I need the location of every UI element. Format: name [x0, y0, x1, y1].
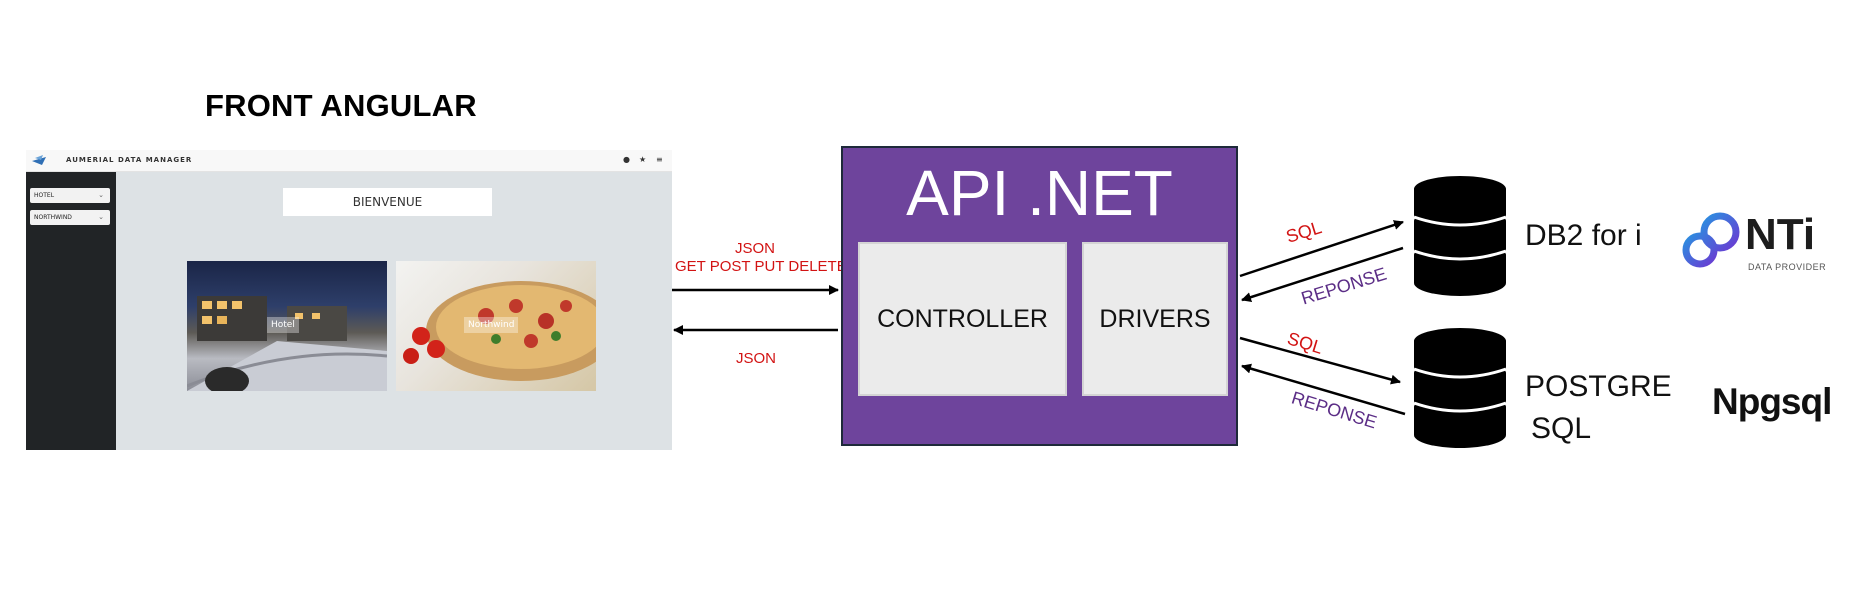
welcome-banner: BIENVENUE: [283, 188, 492, 216]
hotel-card-label: Hotel: [267, 317, 299, 333]
app-header: AUMERIAL DATA MANAGER ● ★ ≡: [26, 150, 672, 172]
postgres-label-line1: POSTGRE: [1525, 370, 1672, 403]
user-icon[interactable]: ●: [623, 155, 630, 164]
chevron-down-icon: ⌄: [98, 191, 104, 199]
json-request-label: JSON: [735, 240, 776, 257]
postgres-database-icon: [1413, 328, 1507, 448]
nti-logo-icon: [1682, 212, 1740, 268]
postgres-label-line2: SQL: [1531, 412, 1592, 445]
sql-db2-arrow: [1239, 220, 1404, 278]
app-sidebar: HOTEL ⌄ NORTHWIND ⌄: [26, 172, 116, 450]
schema-select[interactable]: NORTHWIND ⌄: [30, 210, 110, 225]
reponse-db2-arrow: [1241, 246, 1404, 302]
api-net-box: API .NET CONTROLLER DRIVERS: [841, 146, 1238, 446]
db2-database-icon: [1413, 176, 1507, 296]
app-logo-icon: [32, 155, 46, 165]
reponse-pg-arrow: [1241, 363, 1406, 416]
hotel-card[interactable]: Hotel: [187, 261, 387, 391]
star-icon[interactable]: ★: [639, 155, 647, 164]
menu-icon[interactable]: ≡: [656, 155, 663, 164]
schema-select-value: NORTHWIND: [34, 214, 72, 221]
hotel-image: [187, 296, 387, 391]
nti-logo-text: NTi: [1745, 210, 1816, 259]
database-select[interactable]: HOTEL ⌄: [30, 188, 110, 203]
northwind-card[interactable]: Northwind: [396, 261, 596, 391]
nti-logo-subtitle: DATA PROVIDER: [1748, 262, 1827, 272]
http-methods-label: GET POST PUT DELETE: [675, 258, 847, 275]
angular-app-screenshot: AUMERIAL DATA MANAGER ● ★ ≡ HOTEL ⌄ NORT…: [26, 150, 672, 450]
json-response-label: JSON: [736, 350, 777, 367]
db2-label: DB2 for i: [1525, 219, 1642, 252]
database-select-value: HOTEL: [34, 192, 55, 199]
pizza-image: [403, 281, 596, 381]
controller-box: CONTROLLER: [858, 242, 1067, 396]
api-net-title: API .NET: [906, 157, 1173, 229]
sql-pg-arrow: [1239, 336, 1401, 385]
northwind-card-label: Northwind: [464, 317, 519, 333]
chevron-down-icon: ⌄: [98, 213, 104, 221]
front-angular-title: FRONT ANGULAR: [205, 88, 477, 123]
app-title: AUMERIAL DATA MANAGER: [66, 156, 193, 164]
drivers-box: DRIVERS: [1082, 242, 1228, 396]
npgsql-logo: Npgsql: [1712, 381, 1832, 422]
